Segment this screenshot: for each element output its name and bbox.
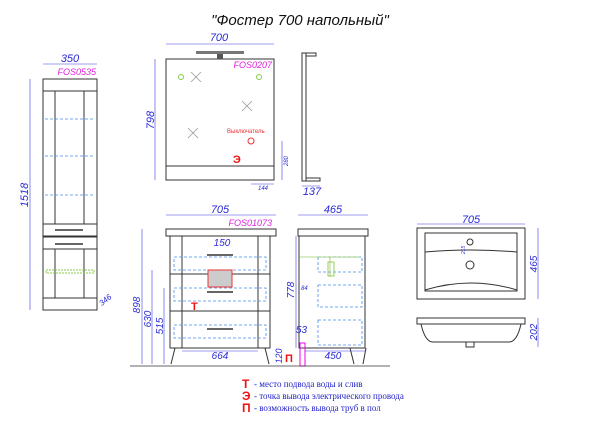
dim-630: 630 — [143, 310, 154, 327]
column-width: 350 — [61, 53, 80, 65]
mirror-width: 700 — [210, 32, 229, 44]
floor-marker: П — [285, 353, 293, 365]
column-height: 1518 — [19, 182, 31, 207]
vanity-code: FOS01073 — [228, 218, 272, 228]
dim-84: 84 — [301, 286, 308, 292]
legend-text-water: - место подвода воды и слив — [254, 379, 363, 389]
sink-height: 202 — [529, 323, 540, 341]
leg-height: 120 — [274, 348, 284, 363]
legend-text-electric: - точка вывода электрического провода — [254, 391, 404, 401]
vanity-width: 705 — [211, 204, 230, 216]
side-width: 465 — [324, 204, 343, 216]
electrical-marker: Э — [233, 154, 241, 166]
hole-offset: 215 — [461, 246, 467, 256]
column-code: FOS0535 — [57, 67, 97, 77]
legend-marker-floor: П — [242, 401, 251, 415]
dim-53: 53 — [296, 325, 308, 336]
mirror-depth: 137 — [303, 186, 322, 198]
switch-offset: 144 — [258, 186, 269, 192]
switch-label: Выключатель — [227, 129, 265, 135]
switch-height: 280 — [284, 155, 290, 167]
dim-450: 450 — [325, 351, 342, 362]
mirror: 700 FOS0207 798 Выключатель Э 280 144 13… — [145, 32, 322, 198]
legend-marker-electric: Э — [242, 389, 251, 403]
legend-text-floor: - возможность вывода труб в пол — [254, 403, 381, 413]
mirror-code: FOS0207 — [233, 60, 273, 70]
column-depth: 346 — [97, 292, 113, 308]
dim-515: 515 — [155, 317, 166, 334]
water-marker: Т — [191, 301, 198, 313]
vanity-side: 465 778 84 53 120 450 П — [274, 204, 369, 367]
sink-depth: 465 — [529, 255, 540, 272]
vanity-height: 898 — [132, 296, 143, 313]
side-height: 778 — [286, 281, 297, 298]
column-cabinet: 350 FOS0535 1518 346 — [19, 53, 114, 311]
sink: 705 465 215 202 — [416, 214, 540, 348]
mirror-height: 798 — [145, 110, 157, 129]
legend: Т - место подвода воды и слив Э - точка … — [242, 377, 404, 415]
sink-width: 705 — [462, 214, 481, 226]
drawing-title: "Фостер 700 напольный" — [211, 12, 389, 29]
vanity-front: 705 FOS01073 150 898 630 515 664 Т — [132, 204, 277, 365]
dim-664: 664 — [212, 351, 229, 362]
legend-marker-water: Т — [242, 377, 250, 391]
dim-150: 150 — [214, 238, 231, 249]
